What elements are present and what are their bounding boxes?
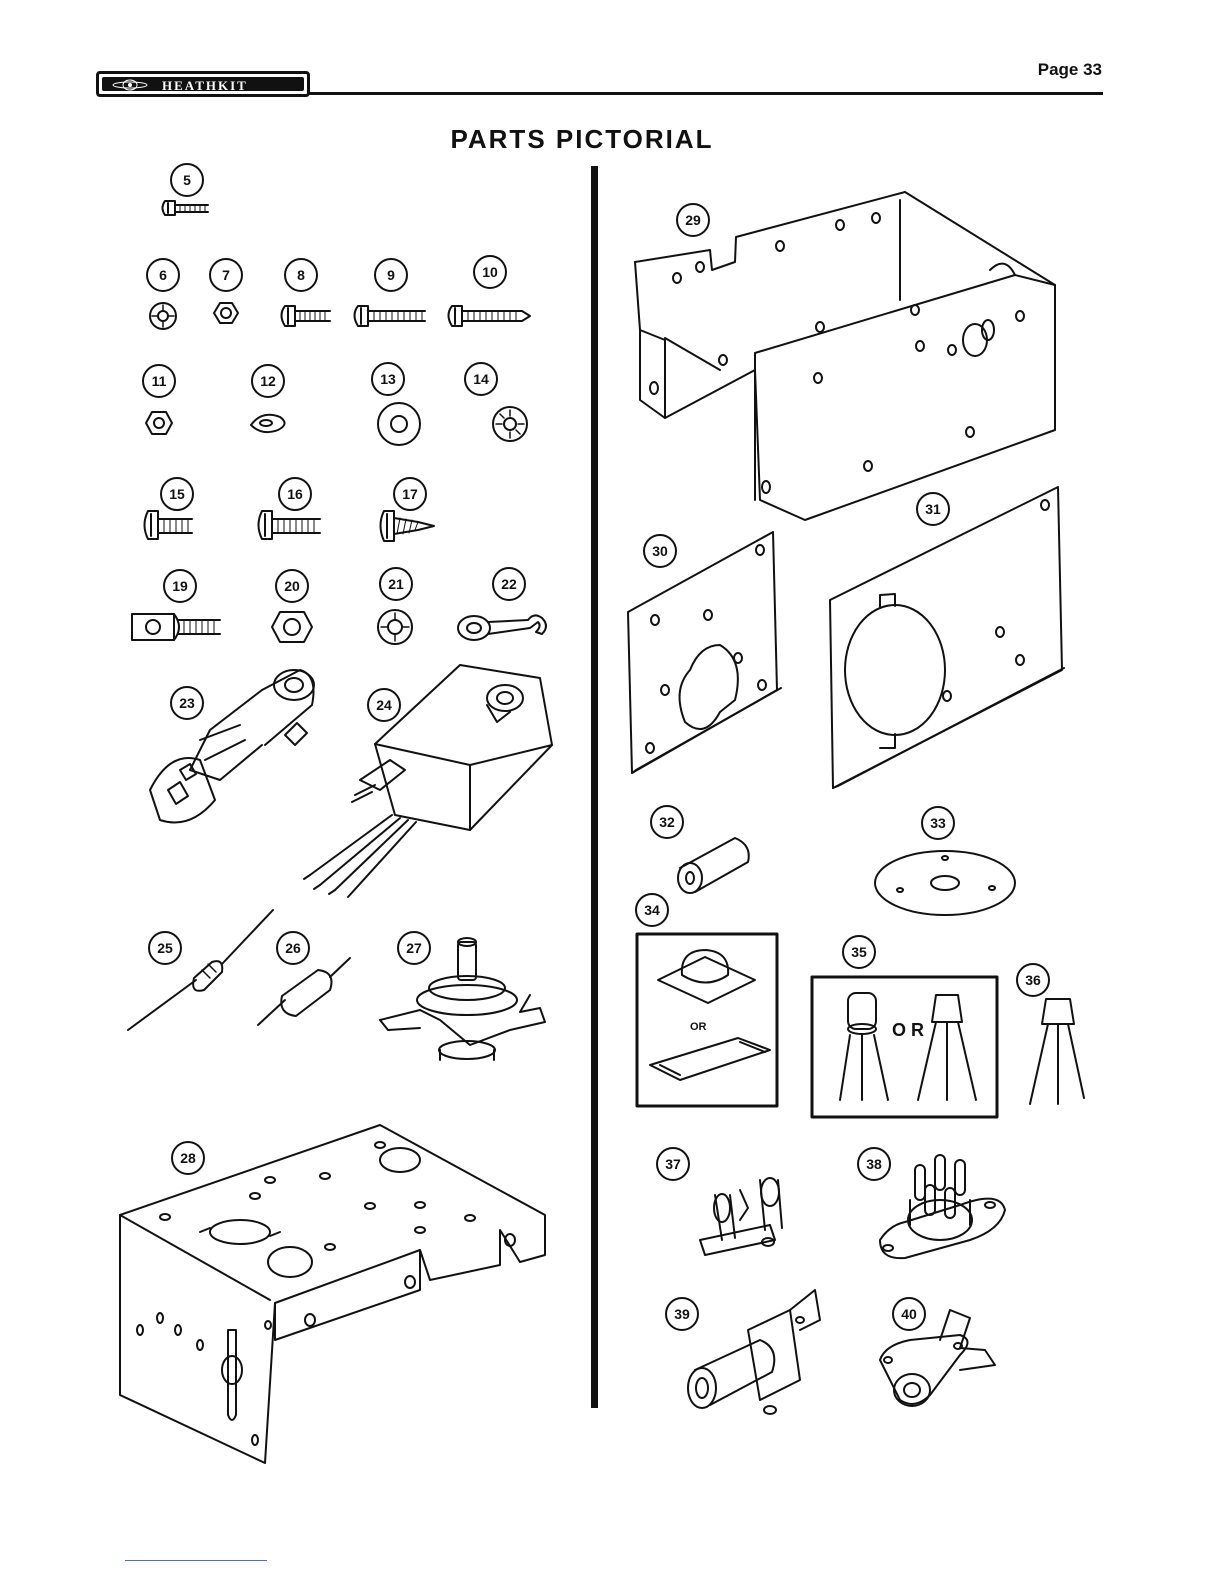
part-number-20: 20 bbox=[275, 569, 309, 603]
part-9-screw bbox=[355, 306, 426, 326]
part-14-lockwasher bbox=[493, 407, 527, 441]
part-number-12: 12 bbox=[251, 364, 285, 398]
part-7-hexnut bbox=[214, 303, 238, 323]
part-number-7: 7 bbox=[209, 258, 243, 292]
part-34-or-label: OR bbox=[690, 1021, 707, 1033]
part-39-jack bbox=[688, 1290, 820, 1414]
part-number-27: 27 bbox=[397, 931, 431, 965]
part-number-24: 24 bbox=[367, 688, 401, 722]
part-17-woodscrew bbox=[381, 511, 435, 541]
part-19-lug-screw bbox=[132, 614, 220, 640]
part-number-38: 38 bbox=[857, 1147, 891, 1181]
part-number-10: 10 bbox=[473, 255, 507, 289]
part-number-23: 23 bbox=[170, 686, 204, 720]
part-32-spacer bbox=[678, 838, 749, 893]
part-number-16: 16 bbox=[278, 477, 312, 511]
part-5-screw bbox=[163, 201, 209, 215]
footer-mark bbox=[125, 1560, 267, 1561]
part-38-socket bbox=[880, 1155, 1005, 1258]
part-31-panel bbox=[830, 487, 1064, 788]
part-number-28: 28 bbox=[171, 1141, 205, 1175]
part-22-solderlug bbox=[458, 615, 546, 640]
part-16-screw bbox=[259, 511, 321, 539]
part-number-11: 11 bbox=[142, 364, 176, 398]
part-number-14: 14 bbox=[464, 362, 498, 396]
part-25-resistor bbox=[128, 910, 273, 1030]
part-26-capacitor bbox=[258, 958, 350, 1025]
part-37-terminalstrip bbox=[700, 1178, 782, 1255]
part-number-32: 32 bbox=[650, 805, 684, 839]
part-20-nut bbox=[272, 612, 312, 642]
part-number-30: 30 bbox=[643, 534, 677, 568]
part-12-speednut bbox=[251, 415, 285, 432]
part-number-34: 34 bbox=[635, 893, 669, 927]
part-number-22: 22 bbox=[492, 567, 526, 601]
part-number-26: 26 bbox=[276, 931, 310, 965]
part-15-screw bbox=[145, 511, 193, 539]
part-35-transistors bbox=[812, 977, 997, 1117]
part-8-screw bbox=[282, 306, 331, 326]
part-number-19: 19 bbox=[163, 569, 197, 603]
part-11-hexnut bbox=[146, 412, 172, 434]
part-34-package bbox=[637, 934, 777, 1106]
part-number-5: 5 bbox=[170, 163, 204, 197]
part-number-13: 13 bbox=[371, 362, 405, 396]
part-number-29: 29 bbox=[676, 203, 710, 237]
part-28-chassis bbox=[120, 1125, 545, 1463]
part-number-36: 36 bbox=[1016, 963, 1050, 997]
part-number-25: 25 bbox=[148, 931, 182, 965]
part-number-39: 39 bbox=[665, 1297, 699, 1331]
part-13-flatwasher bbox=[378, 403, 420, 445]
part-6-lockwasher bbox=[150, 303, 176, 329]
part-number-8: 8 bbox=[284, 258, 318, 292]
part-number-33: 33 bbox=[921, 806, 955, 840]
part-10-screw bbox=[449, 306, 531, 326]
part-number-40: 40 bbox=[892, 1297, 926, 1331]
part-number-21: 21 bbox=[379, 567, 413, 601]
part-36-transistor bbox=[1030, 999, 1084, 1104]
part-24-transformer bbox=[304, 665, 552, 897]
part-35-or-label: O R bbox=[892, 1020, 924, 1040]
part-number-15: 15 bbox=[160, 477, 194, 511]
part-30-panel bbox=[628, 532, 781, 773]
part-33-plate bbox=[875, 851, 1015, 915]
part-number-6: 6 bbox=[146, 258, 180, 292]
part-number-17: 17 bbox=[393, 477, 427, 511]
part-29-cabinet bbox=[635, 192, 1055, 520]
part-21-lockwasher bbox=[378, 610, 412, 644]
part-number-35: 35 bbox=[842, 935, 876, 969]
part-number-9: 9 bbox=[374, 258, 408, 292]
part-number-37: 37 bbox=[656, 1147, 690, 1181]
part-number-31: 31 bbox=[916, 492, 950, 526]
